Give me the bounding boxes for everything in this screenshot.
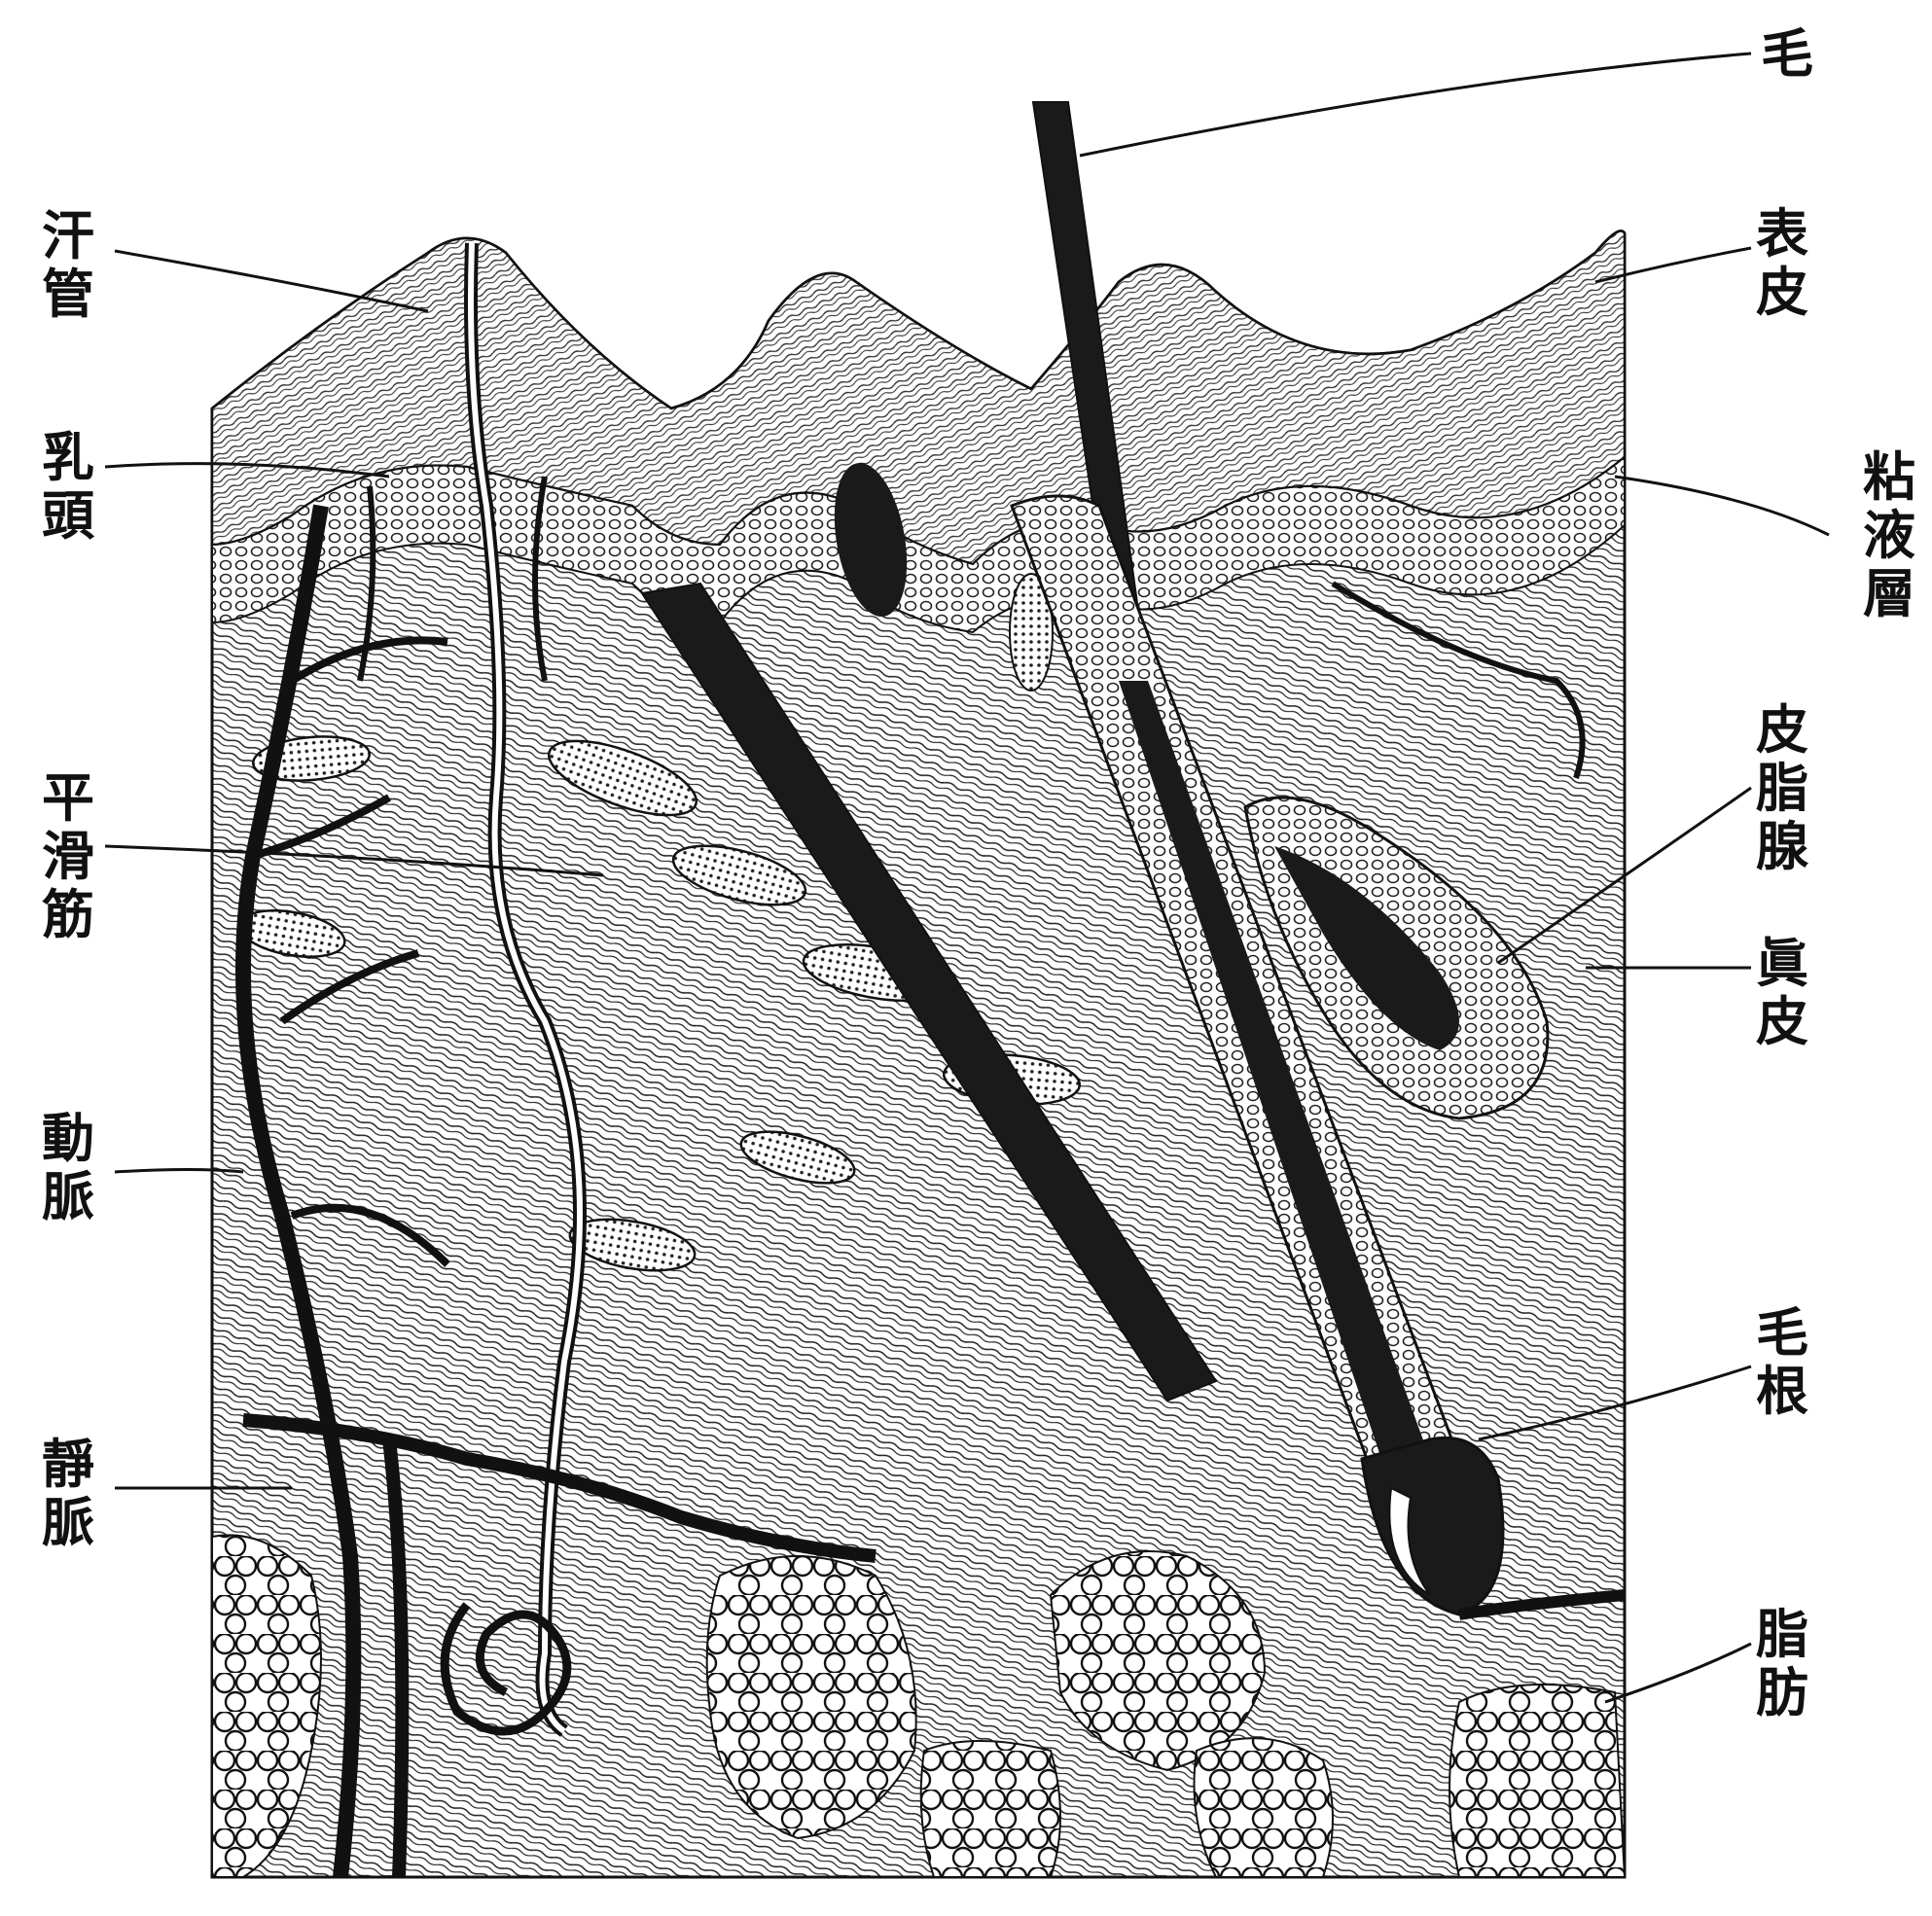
label-vein: 靜脈 bbox=[37, 1435, 99, 1551]
leader-artery bbox=[115, 1170, 243, 1173]
leader-mucous-layer bbox=[1615, 477, 1829, 535]
label-mucous-layer: 粘液層 bbox=[1858, 447, 1920, 622]
label-papilla: 乳頭 bbox=[37, 428, 99, 545]
label-sebaceous-gland: 皮脂腺 bbox=[1751, 700, 1813, 875]
leader-hair bbox=[1080, 53, 1751, 156]
label-fat: 脂肪 bbox=[1751, 1605, 1813, 1721]
leader-fat bbox=[1605, 1644, 1751, 1702]
label-dermis: 眞皮 bbox=[1751, 934, 1813, 1050]
label-sweat-duct: 汗管 bbox=[37, 206, 99, 323]
label-smooth-muscle: 平滑筋 bbox=[37, 768, 99, 943]
label-hair-root: 毛根 bbox=[1751, 1303, 1813, 1420]
label-hair: 毛 bbox=[1756, 24, 1818, 83]
label-artery: 動脈 bbox=[37, 1109, 99, 1225]
leader-sweat-duct bbox=[115, 251, 428, 311]
label-epidermis: 表皮 bbox=[1751, 204, 1813, 321]
